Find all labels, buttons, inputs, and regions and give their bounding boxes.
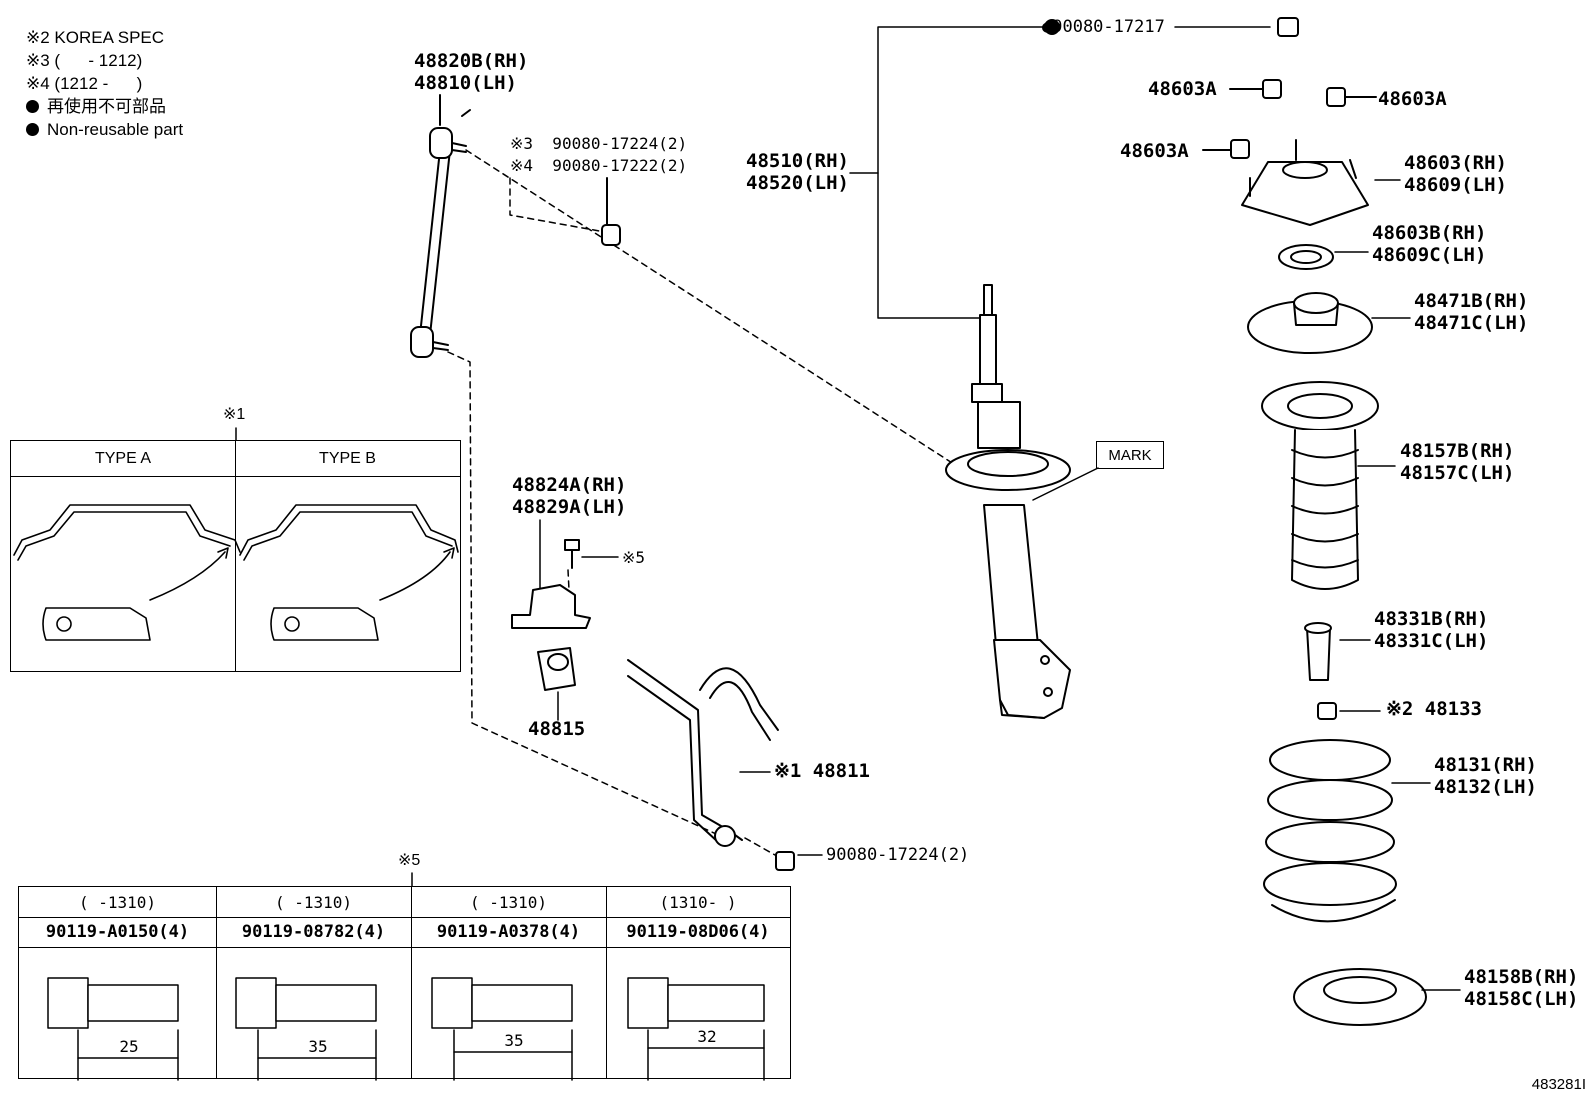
bolt-range: ( -1310) — [469, 892, 548, 912]
label-link-nut-4[interactable]: ※4 90080-17222(2) — [510, 156, 688, 175]
bolt-col-divider — [606, 887, 607, 1078]
dust-boot[interactable] — [1261, 381, 1396, 590]
bolt-4 — [627, 977, 765, 1081]
label-link-nut-3[interactable]: ※3 90080-17224(2) — [510, 134, 688, 153]
type-b-drawing — [239, 504, 459, 641]
studs[interactable] — [1202, 79, 1377, 159]
notes-legend: ※2 KOREA SPEC ※3 ( - 1212) ※4 (1212 - ) … — [26, 26, 183, 141]
bolt-part-number[interactable]: 90119-08D06(4) — [626, 922, 770, 942]
label-seat-lh[interactable]: 48471C(LH) — [1414, 312, 1529, 334]
bolt-part-number[interactable]: 90119-A0378(4) — [436, 922, 581, 942]
label-support-rh[interactable]: 48603(RH) — [1404, 152, 1507, 174]
type-a-drawing — [13, 504, 241, 641]
label-lower-rh[interactable]: 48158B(RH) — [1464, 966, 1579, 988]
label-stud-3[interactable]: 48603A — [1120, 140, 1189, 162]
stabilizer-bushing[interactable] — [537, 647, 576, 721]
note-range-4: ※4 (1212 - ) — [26, 74, 143, 93]
bolt-length: 35 — [308, 1036, 328, 1056]
bullet-dot-icon — [26, 123, 39, 136]
bolt-spec-table: ( -1310) ( -1310) ( -1310) (1310- ) 9011… — [18, 886, 791, 1079]
type-a-header: TYPE A — [11, 441, 235, 477]
label-stud-2[interactable]: 48603A — [1378, 88, 1447, 110]
note-non-reusable-jp: 再使用不可部品 — [26, 95, 183, 118]
label-bracket-lh[interactable]: 48829A(LH) — [512, 496, 627, 518]
bolt-row-divider — [19, 947, 790, 948]
label-bumper-rh[interactable]: 48331B(RH) — [1374, 608, 1489, 630]
note-non-reusable-en: Non-reusable part — [26, 118, 183, 141]
upper-spring-seat[interactable] — [1247, 292, 1411, 354]
stabilizer-bar[interactable] — [627, 659, 779, 847]
bolt-3 — [431, 977, 573, 1081]
label-bar-nut[interactable]: 90080-17224(2) — [826, 845, 970, 865]
bolt-row-divider — [19, 917, 790, 918]
label-support-lh[interactable]: 48609(LH) — [1404, 174, 1507, 196]
link-nut[interactable] — [601, 177, 621, 246]
label-stud-1[interactable]: 48603A — [1148, 78, 1217, 100]
label-link-rh[interactable]: 48820B(RH) — [414, 50, 529, 72]
label-bumper-lh[interactable]: 48331C(LH) — [1374, 630, 1489, 652]
label-seat-rh[interactable]: 48471B(RH) — [1414, 290, 1529, 312]
label-bracket-bolt[interactable]: ※5 — [622, 548, 646, 567]
top-nut[interactable] — [1044, 17, 1299, 37]
type-table-note: ※1 — [223, 406, 246, 423]
bolt-2 — [235, 977, 377, 1081]
label-lower-lh[interactable]: 48158C(LH) — [1464, 988, 1579, 1010]
bolt-length: 25 — [119, 1036, 139, 1056]
type-b-header: TYPE B — [235, 441, 460, 477]
label-strut-rh[interactable]: 48510(RH) — [746, 150, 849, 172]
bolt-length: 35 — [504, 1030, 524, 1050]
label-bracket-rh[interactable]: 48824A(RH) — [512, 474, 627, 496]
label-stabilizer-bar[interactable]: ※1 48811 — [774, 760, 870, 782]
spring-nut[interactable] — [1317, 702, 1381, 720]
bearing[interactable] — [1278, 244, 1369, 270]
mark-box: MARK — [1096, 441, 1164, 469]
note-jp-text: 再使用不可部品 — [47, 97, 166, 116]
bolt-range: ( -1310) — [78, 892, 157, 912]
coil-spring[interactable] — [1263, 739, 1431, 923]
label-bushing[interactable]: 48815 — [528, 718, 586, 740]
note-korea-spec: ※2 KOREA SPEC — [26, 28, 165, 47]
strut-mount[interactable] — [1241, 139, 1401, 226]
bolt-col-divider — [411, 887, 412, 1078]
lower-insulator[interactable] — [1293, 968, 1461, 1026]
bolt-length: 32 — [697, 1026, 717, 1046]
bracket-bolt[interactable] — [564, 539, 619, 569]
bolt-1 — [47, 977, 179, 1081]
bolt-col-divider — [216, 887, 217, 1078]
label-strut-lh[interactable]: 48520(LH) — [746, 172, 849, 194]
bullet-dot-icon — [26, 100, 39, 113]
label-spring-nut[interactable]: ※2 48133 — [1386, 698, 1482, 720]
stabilizer-type-table: TYPE A TYPE B — [10, 440, 461, 672]
shock-absorber[interactable] — [945, 284, 1071, 719]
label-bearing-rh[interactable]: 48603B(RH) — [1372, 222, 1487, 244]
bar-nut[interactable] — [775, 851, 823, 871]
bump-stop[interactable] — [1304, 622, 1371, 681]
label-link-lh[interactable]: 48810(LH) — [414, 72, 517, 94]
label-top-nut[interactable]: ●90080-17217 — [1042, 17, 1165, 37]
bolt-range: (1310- ) — [659, 892, 737, 912]
type-table-divider — [235, 441, 236, 671]
label-bearing-lh[interactable]: 48609C(LH) — [1372, 244, 1487, 266]
strut-leader — [849, 26, 1271, 319]
label-spring-rh[interactable]: 48131(RH) — [1434, 754, 1537, 776]
bolt-part-number[interactable]: 90119-08782(4) — [241, 922, 386, 942]
stabilizer-bracket[interactable] — [511, 519, 591, 629]
note-range-3: ※3 ( - 1212) — [26, 51, 143, 70]
bolt-part-number[interactable]: 90119-A0150(4) — [45, 922, 190, 942]
note-en-text: Non-reusable part — [47, 120, 184, 139]
label-spring-lh[interactable]: 48132(LH) — [1434, 776, 1537, 798]
bolt-range: ( -1310) — [274, 892, 353, 912]
bolt-drawings — [47, 977, 765, 1081]
label-boot-rh[interactable]: 48157B(RH) — [1400, 440, 1515, 462]
label-boot-lh[interactable]: 48157C(LH) — [1400, 462, 1515, 484]
figure-id: 483281I — [1531, 1076, 1586, 1093]
stabilizer-link[interactable] — [410, 94, 471, 358]
bolt-table-note: ※5 — [398, 852, 421, 869]
mark-leader — [1032, 467, 1099, 501]
